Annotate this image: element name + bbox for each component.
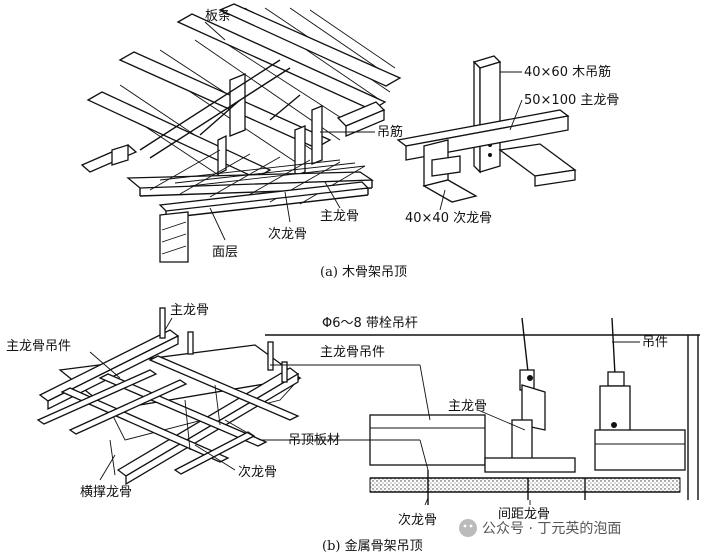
- label-secondary-joist-size: 40×40 次龙骨: [405, 210, 492, 226]
- leaders-b: [89, 317, 640, 506]
- label-main-joist-size: 50×100 主龙骨: [524, 93, 619, 108]
- label-hanger-bar: 吊筋: [377, 124, 403, 140]
- label-wood-hanger-size: 40×60 木吊筋: [524, 64, 611, 80]
- label-ceiling-board: 吊顶板材: [288, 433, 340, 448]
- joint-detail: [396, 55, 577, 203]
- label-main-joist-hanger-center: 主龙骨吊件: [320, 345, 385, 360]
- caption-a: (a) 木骨架吊顶: [320, 265, 407, 280]
- label-secondary-joist-a: 次龙骨: [268, 226, 307, 242]
- label-spacing-joist: 间距龙骨: [498, 507, 550, 522]
- label-bolt-rod: Φ6～8 带栓吊杆: [322, 316, 418, 331]
- truss: [80, 59, 301, 173]
- metal-frame-drawing: [36, 307, 700, 506]
- watermark-text: 公众号 · 丁元英的泡面: [482, 520, 621, 537]
- ceiling-grid: [126, 149, 375, 263]
- rafters: [86, 3, 402, 179]
- label-cross-brace-joist: 横撑龙骨: [80, 485, 132, 500]
- watermark: 公众号 · 丁元英的泡面: [459, 519, 621, 537]
- label-hanger: 吊件: [642, 335, 668, 350]
- label-main-joist-section: 主龙骨: [448, 399, 487, 414]
- hanger-bars: [217, 101, 386, 177]
- label-surface-layer: 面层: [212, 245, 238, 260]
- caption-b: (b) 金属骨架吊顶: [322, 538, 423, 554]
- label-slats: 板条: [205, 8, 231, 24]
- wechat-icon: [459, 519, 477, 537]
- label-main-joist-top: 主龙骨: [170, 303, 209, 318]
- label-secondary-joist-section: 次龙骨: [398, 512, 437, 528]
- label-secondary-joist-left: 次龙骨: [238, 464, 277, 480]
- label-main-joist-hanger-left: 主龙骨吊件: [6, 339, 71, 354]
- wood-frame-drawing: [80, 3, 577, 263]
- label-main-joist-a: 主龙骨: [320, 209, 359, 224]
- leaders-a: [204, 21, 523, 241]
